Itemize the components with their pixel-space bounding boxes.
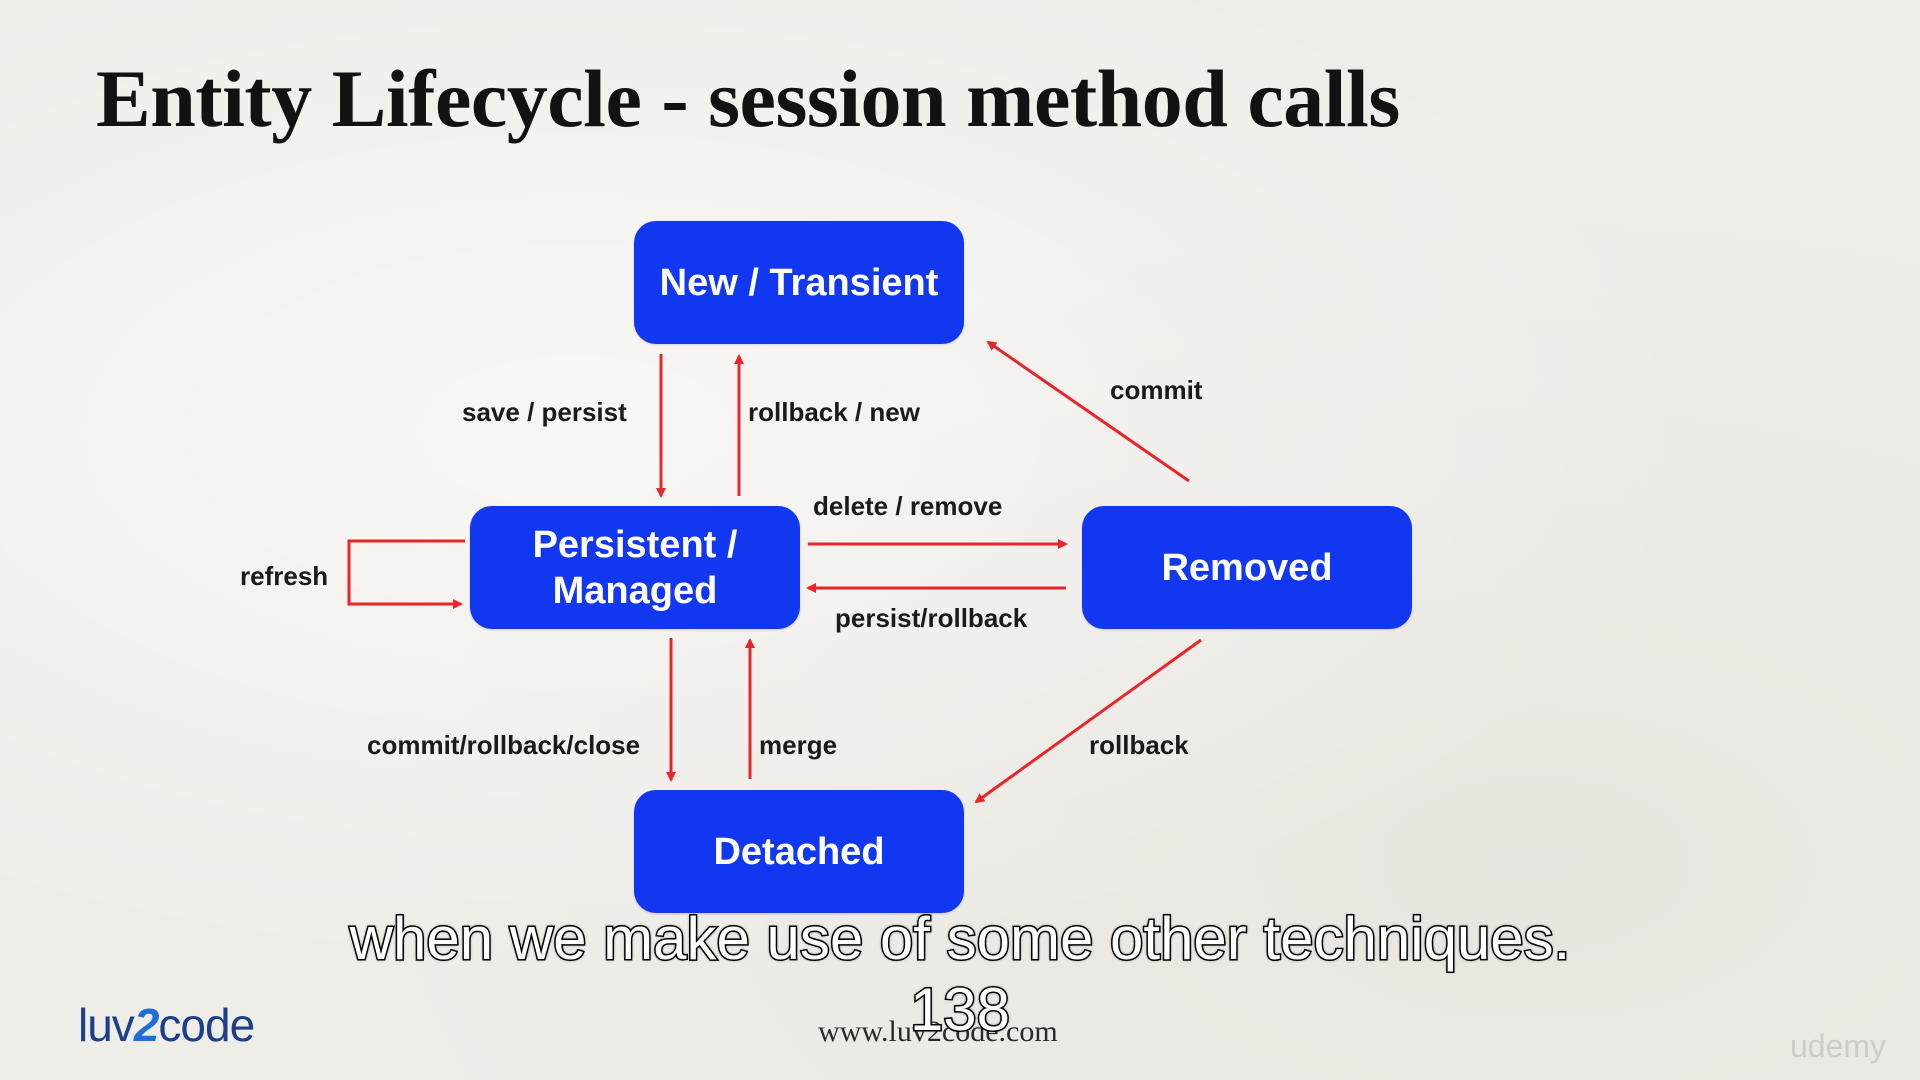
luv2code-logo: luv2code [78,998,255,1052]
label-merge: merge [759,730,838,760]
logo-text-code: code [158,999,255,1051]
label-commit-rollback-close: commit/rollback/close [367,730,641,760]
footer-url: www.luv2code.com [818,1015,1058,1048]
state-removed-label: Removed [1161,546,1333,589]
label-rollback: rollback [1089,730,1189,760]
state-detached-label: Detached [713,830,885,873]
udemy-watermark: udemy [1790,1028,1887,1064]
state-persistent-label-line2: Managed [552,569,718,612]
state-removed: Removed [1082,506,1412,629]
subtitle-caption-line-2: 138 [908,975,1011,1044]
subtitle-caption-line-1: when we make use of some other technique… [348,904,1572,973]
label-rollback-new: rollback / new [748,397,920,427]
label-save-persist: save / persist [462,397,627,427]
state-new-transient-label: New / Transient [659,261,939,304]
label-persist-rollback: persist/rollback [835,603,1028,633]
logo-text-luv: luv [78,999,135,1051]
label-commit: commit [1110,375,1203,405]
state-new-transient: New / Transient [634,221,964,344]
logo-text-2: 2 [133,999,160,1051]
state-persistent-managed: Persistent / Managed [470,506,800,629]
label-refresh: refresh [240,561,329,591]
label-delete-remove: delete / remove [813,491,1003,521]
state-detached: Detached [634,790,964,913]
slide-title: Entity Lifecycle - session method calls [96,53,1400,144]
state-persistent-label-line1: Persistent / [532,523,738,566]
